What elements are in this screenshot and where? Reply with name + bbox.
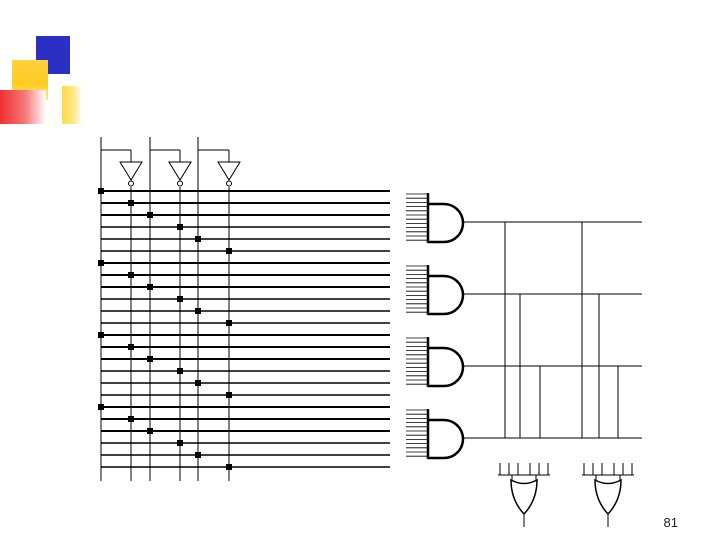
- connection-dot: [147, 428, 153, 434]
- connection-dot: [98, 260, 104, 266]
- connection-dot: [128, 200, 134, 206]
- inverter-icon: [217, 161, 241, 181]
- and-gate-icon: [428, 346, 465, 388]
- inverter-bubble: [226, 180, 232, 187]
- inverter-bubble: [128, 180, 134, 187]
- connection-dot: [98, 404, 104, 410]
- decor-yellow-bar: [62, 86, 82, 124]
- connection-dot: [177, 224, 183, 230]
- or-gates: [498, 463, 634, 527]
- decor-red-gradient-square: [0, 90, 46, 124]
- connection-dot: [226, 248, 232, 254]
- and-gates: [406, 193, 642, 460]
- connection-dot: [98, 332, 104, 338]
- page-number: 81: [663, 515, 678, 530]
- connection-dot: [195, 308, 201, 314]
- inverter-icon: [119, 161, 143, 181]
- and-gate-icon: [428, 274, 465, 316]
- connection-dot: [195, 380, 201, 386]
- connection-dot: [128, 416, 134, 422]
- or-array: [504, 222, 619, 438]
- connection-dot: [128, 344, 134, 350]
- connection-dot: [226, 464, 232, 470]
- connection-dot: [177, 296, 183, 302]
- connection-dot: [147, 284, 153, 290]
- inverters: [119, 161, 241, 187]
- product-term-lines: [98, 188, 390, 470]
- inverter-bubble: [177, 180, 183, 187]
- inverter-icon: [168, 161, 192, 181]
- connection-dot: [177, 368, 183, 374]
- connection-dot: [98, 188, 104, 194]
- connection-dot: [147, 356, 153, 362]
- connection-dot: [195, 236, 201, 242]
- connection-dot: [177, 440, 183, 446]
- connection-dot: [195, 452, 201, 458]
- connection-dot: [226, 320, 232, 326]
- or-gate-icon: [510, 478, 538, 516]
- connection-dot: [226, 392, 232, 398]
- connection-dot: [128, 272, 134, 278]
- connection-dot: [147, 212, 153, 218]
- or-gate-icon: [594, 478, 622, 516]
- and-gate-icon: [428, 418, 465, 460]
- and-gate-icon: [428, 202, 465, 244]
- input-lines: [100, 137, 230, 481]
